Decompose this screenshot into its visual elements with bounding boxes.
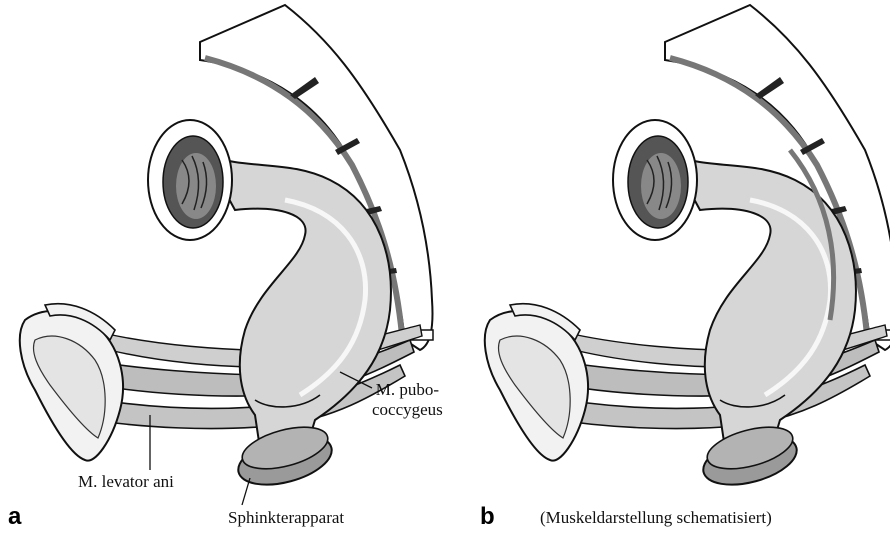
label-pubococcygeus: M. pubo- coccygeus [372,380,443,420]
panel-label-a: a [8,505,21,529]
panel-label-b: b [480,505,495,529]
label-pubococcygeus-line2: coccygeus [372,400,443,420]
panel-a-anatomy [20,5,433,494]
leader-sphincter [242,478,250,505]
panel-b-anatomy [485,5,890,494]
label-pubococcygeus-line1: M. pubo- [372,380,443,400]
caption-panel-b: (Muskeldarstellung schematisiert) [540,508,772,528]
label-sphincter: Sphinkterapparat [228,508,344,528]
label-levator-ani: M. levator ani [78,472,174,492]
